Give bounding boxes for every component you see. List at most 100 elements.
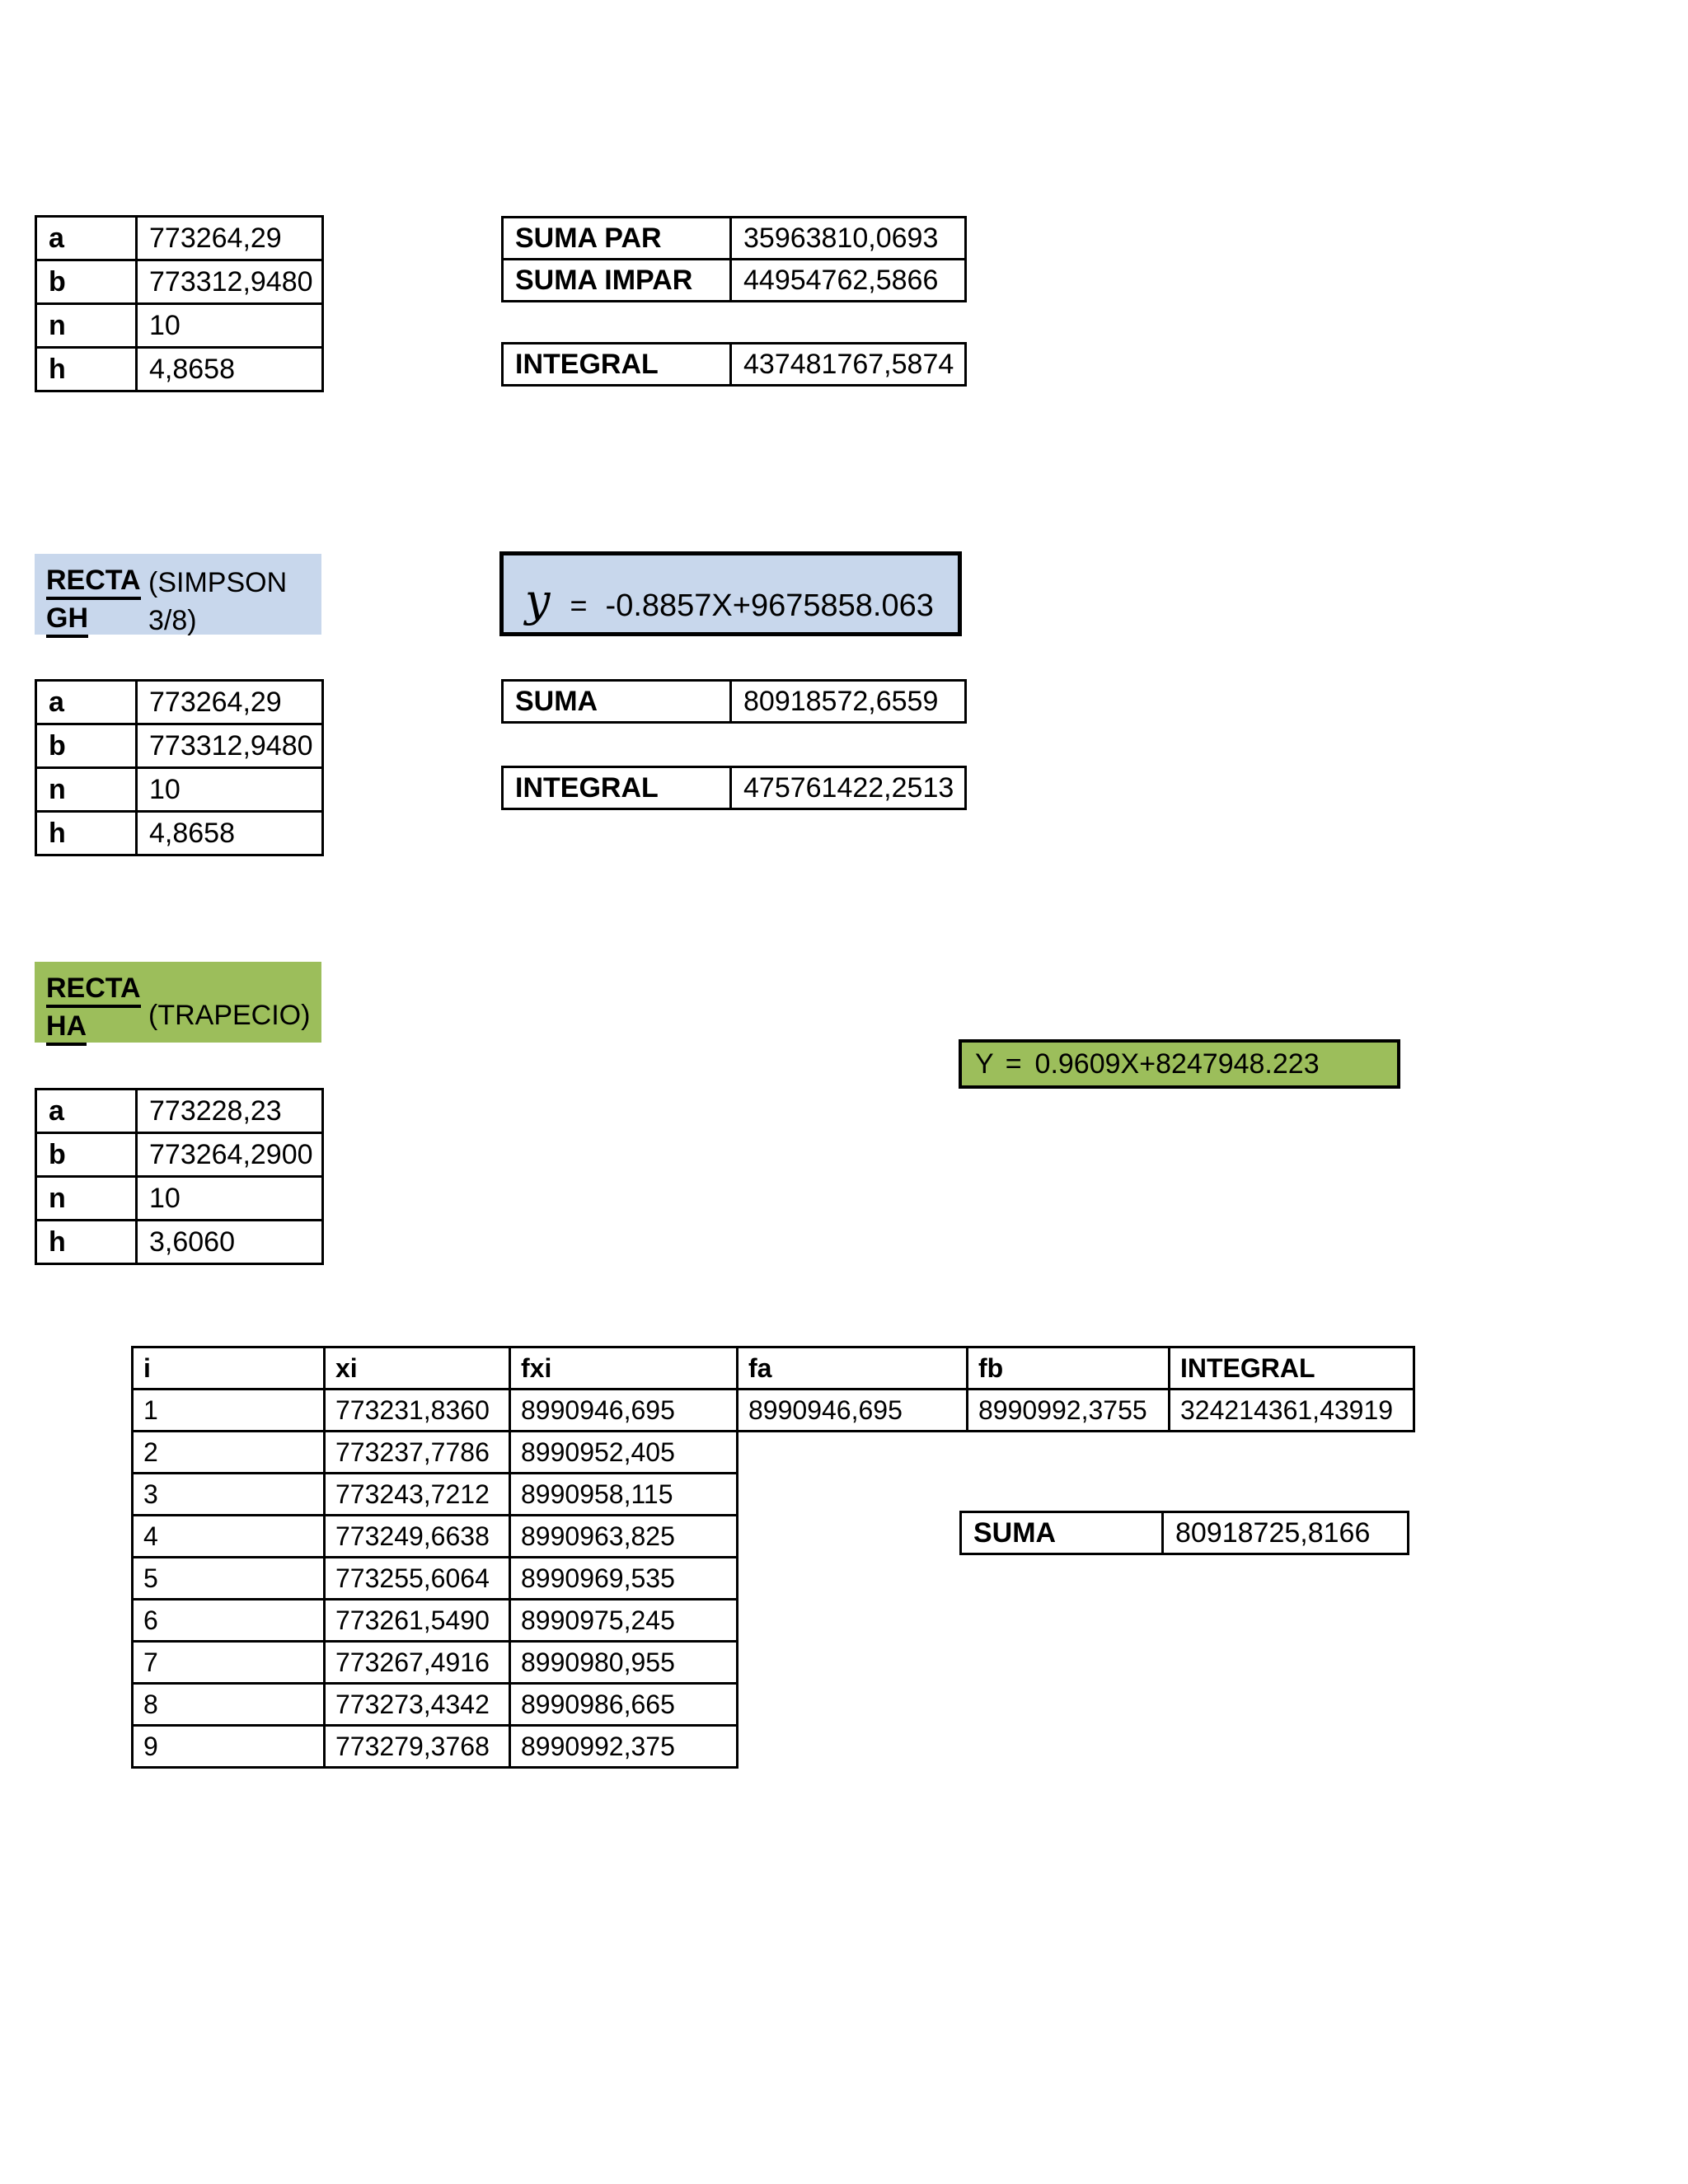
empty-cell xyxy=(968,1558,1170,1600)
title-word: GH xyxy=(46,602,148,640)
cell-i: 6 xyxy=(131,1598,326,1643)
method-label: (TRAPECIO) xyxy=(148,1000,311,1031)
suma-impar-label: SUMA IMPAR xyxy=(501,258,732,302)
table-row: 8 773273,4342 8990986,665 xyxy=(131,1682,1414,1727)
integral-label: INTEGRAL xyxy=(501,342,732,387)
empty-cell xyxy=(738,1432,968,1474)
integral-table-2: INTEGRAL 475761422,2513 xyxy=(501,766,967,810)
table-row: 6 773261,5490 8990975,245 xyxy=(131,1598,1414,1643)
cell-i: 8 xyxy=(131,1682,326,1727)
recta-gh-name: RECTA GH xyxy=(46,564,148,638)
param-value: 4,8658 xyxy=(135,346,324,392)
simpson-equation-box: y=-0.8857X+9675858.063 xyxy=(499,551,962,636)
empty-cell xyxy=(968,1642,1170,1684)
recta-gh-title-box: RECTA GH (SIMPSON 3/8) xyxy=(35,554,321,638)
cell-fxi: 8990963,825 xyxy=(509,1514,738,1558)
equation-rhs: -0.8857X+9675858.063 xyxy=(605,588,934,623)
table-row: SUMA 80918572,6559 xyxy=(501,679,967,724)
empty-cell xyxy=(1170,1558,1414,1600)
param-value: 10 xyxy=(135,1175,324,1221)
table-row: SUMA 80918725,8166 xyxy=(959,1511,1409,1555)
param-value: 773264,29 xyxy=(135,679,324,725)
suma-value: 80918572,6559 xyxy=(729,679,967,724)
empty-cell xyxy=(968,1432,1170,1474)
cell-xi: 773261,5490 xyxy=(323,1598,511,1643)
empty-cell xyxy=(738,1684,968,1726)
col-header-xi: xi xyxy=(323,1346,511,1390)
cell-xi: 773249,6638 xyxy=(323,1514,511,1558)
col-header-i: i xyxy=(131,1346,326,1390)
param-label: b xyxy=(35,1132,138,1178)
table-row: b 773264,2900 xyxy=(35,1132,324,1178)
suma-label: SUMA xyxy=(501,679,732,724)
param-label: h xyxy=(35,1219,138,1265)
suma-par-value: 35963810,0693 xyxy=(729,216,967,260)
empty-cell xyxy=(738,1474,968,1516)
table-row: SUMA PAR 35963810,0693 xyxy=(501,216,967,260)
empty-cell xyxy=(738,1558,968,1600)
empty-cell xyxy=(738,1642,968,1684)
cell-fxi: 8990986,665 xyxy=(509,1682,738,1727)
title-word: HA xyxy=(46,1010,148,1047)
recta-ha-title-box: RECTA HA (TRAPECIO) xyxy=(35,962,321,1046)
param-value: 10 xyxy=(135,766,324,813)
param-value: 773264,2900 xyxy=(135,1132,324,1178)
param-table-2: a 773264,29 b 773312,9480 n 10 h 4,8658 xyxy=(35,679,324,856)
param-label: n xyxy=(35,1175,138,1221)
table-row: 4 773249,6638 8990963,825 xyxy=(131,1514,1414,1558)
integral-label: INTEGRAL xyxy=(501,766,732,810)
suma-table-3: SUMA 80918725,8166 xyxy=(959,1511,1409,1555)
recta-ha-name: RECTA HA xyxy=(46,972,148,1046)
cell-fb: 8990992,3755 xyxy=(966,1388,1170,1432)
empty-cell xyxy=(738,1516,968,1558)
col-header-fxi: fxi xyxy=(509,1346,738,1390)
cell-xi: 773243,7212 xyxy=(323,1472,511,1516)
cell-xi: 773231,8360 xyxy=(323,1388,511,1432)
equation: y=-0.8857X+9675858.063 xyxy=(525,579,934,624)
suma-value: 80918725,8166 xyxy=(1161,1511,1409,1555)
table-row: 3 773243,7212 8990958,115 xyxy=(131,1472,1414,1516)
param-value: 773228,23 xyxy=(135,1088,324,1134)
iteration-table: i xi fxi fa fb INTEGRAL 1 773231,8360 89… xyxy=(131,1346,1415,1769)
param-value: 773312,9480 xyxy=(135,723,324,769)
title-word: RECTA xyxy=(46,564,148,602)
table-row: h 4,8658 xyxy=(35,346,324,392)
empty-cell xyxy=(968,1684,1170,1726)
cell-xi: 773279,3768 xyxy=(323,1724,511,1769)
empty-cell xyxy=(968,1474,1170,1516)
param-label: a xyxy=(35,215,138,261)
table-row: n 10 xyxy=(35,1175,324,1221)
empty-cell xyxy=(1170,1642,1414,1684)
suma-label: SUMA xyxy=(959,1511,1164,1555)
iteration-table-area: i xi fxi fa fb INTEGRAL 1 773231,8360 89… xyxy=(131,1346,1417,1774)
equals-sign: = xyxy=(1005,1047,1022,1080)
suma-par-impar-table: SUMA PAR 35963810,0693 SUMA IMPAR 449547… xyxy=(501,216,967,302)
cell-i: 4 xyxy=(131,1514,326,1558)
cell-xi: 773273,4342 xyxy=(323,1682,511,1727)
table-row: 7 773267,4916 8990980,955 xyxy=(131,1640,1414,1685)
cell-i: 5 xyxy=(131,1556,326,1601)
cell-i: 2 xyxy=(131,1430,326,1474)
cell-fxi: 8990952,405 xyxy=(509,1430,738,1474)
cell-xi: 773237,7786 xyxy=(323,1430,511,1474)
integral-value: 437481767,5874 xyxy=(729,342,967,387)
param-table-1: a 773264,29 b 773312,9480 n 10 h 4,8658 xyxy=(35,215,324,392)
cell-integral: 324214361,43919 xyxy=(1168,1388,1415,1432)
empty-cell xyxy=(1170,1726,1414,1768)
param-label: a xyxy=(35,1088,138,1134)
title-word: RECTA xyxy=(46,972,148,1010)
trapecio-equation-box: Y=0.9609X+8247948.223 xyxy=(959,1039,1400,1089)
param-label: b xyxy=(35,259,138,305)
cell-i: 3 xyxy=(131,1472,326,1516)
empty-cell xyxy=(738,1726,968,1768)
table-row: n 10 xyxy=(35,766,324,813)
cell-fxi: 8990958,115 xyxy=(509,1472,738,1516)
param-value: 773312,9480 xyxy=(135,259,324,305)
empty-cell xyxy=(1170,1600,1414,1642)
cell-fa: 8990946,695 xyxy=(736,1388,968,1432)
param-label: h xyxy=(35,346,138,392)
table-row: 5 773255,6064 8990969,535 xyxy=(131,1556,1414,1601)
param-label: n xyxy=(35,302,138,349)
cell-fxi: 8990946,695 xyxy=(509,1388,738,1432)
